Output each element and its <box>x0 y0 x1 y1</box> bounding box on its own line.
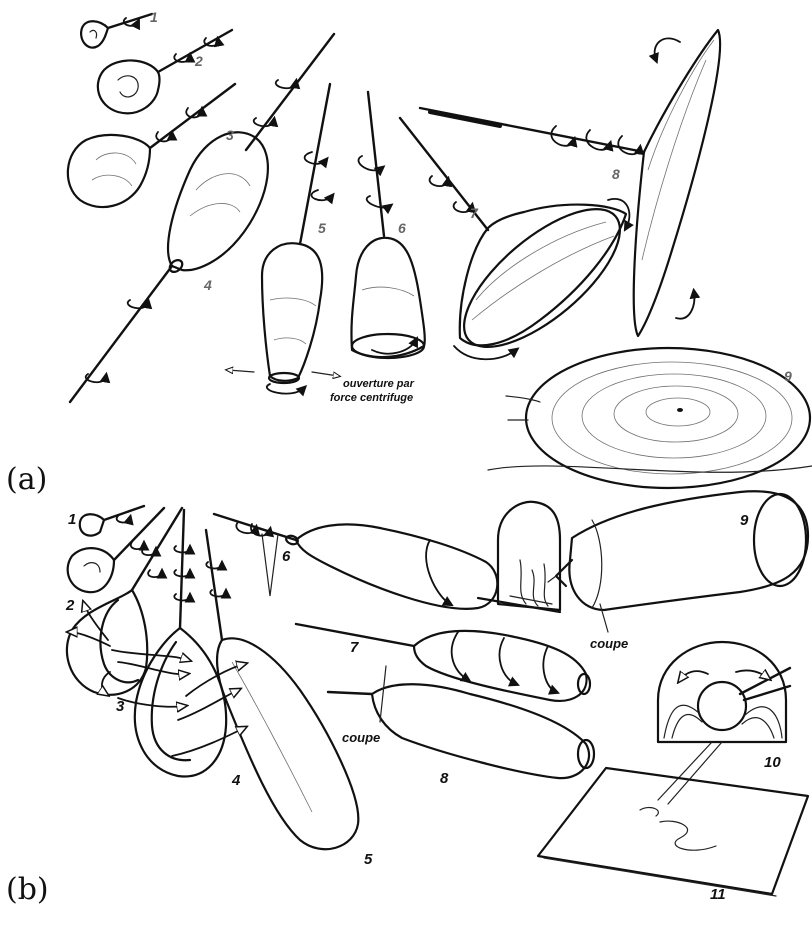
panel-a-step-label: 8 <box>612 166 620 182</box>
panel-b-furnace <box>478 502 560 612</box>
panel-b-step-label: 4 <box>231 772 241 789</box>
panel-b-step-1-gather <box>80 506 144 536</box>
panel-b-step-label: 8 <box>440 770 449 787</box>
panel-b-step-label: 9 <box>740 512 749 529</box>
panel-a-step-label: 3 <box>226 127 234 143</box>
panel-a-step-1-gather <box>81 14 152 48</box>
panel-b-step-label: 11 <box>710 886 726 903</box>
panel-b-label: (b) <box>6 872 49 907</box>
panel-a-step-7-flaring <box>400 118 641 370</box>
cut-label: coupe <box>590 636 628 651</box>
panel-a-step-label: 6 <box>398 220 406 236</box>
panel-a-step-label: 7 <box>470 205 479 221</box>
panel-b-step-11-flat-sheet <box>538 768 808 896</box>
panel-b-step-8-cylinder <box>328 666 594 778</box>
panel-a-step-label: 2 <box>194 53 203 69</box>
panel-b-step-7-cylinder <box>296 624 590 701</box>
panel-b-step-6-cylinder <box>214 514 497 609</box>
panel-b-step-9-cut-cylinder <box>548 491 808 632</box>
panel-b-step-label: 10 <box>764 754 781 771</box>
panel-a-step-9-flat-disc <box>488 348 812 488</box>
panel-a-label: (a) <box>6 462 47 497</box>
panel-b-step-3-bulb <box>67 508 182 695</box>
panel-a-step-label: 4 <box>203 277 212 293</box>
centrifugal-opening-note: ouverture par <box>343 378 415 390</box>
panel-b-step-2-bubble <box>68 508 164 592</box>
panel-a-step-6-bell <box>351 92 424 358</box>
panel-b-step-label: 7 <box>350 639 359 656</box>
panel-b: 1 2 3 4 5 6 7 8 9 10 11 coupe coupe (b) <box>6 491 808 907</box>
panel-a-step-8-disc <box>420 30 720 336</box>
panel-b-step-10-flattening-kiln <box>658 642 790 804</box>
panel-b-step-label: 1 <box>68 511 76 528</box>
panel-a-step-5-cone <box>228 84 338 394</box>
centrifugal-opening-note: force centrifuge <box>330 392 413 404</box>
panel-a: 1 2 3 4 5 6 7 8 9 ouverture par force ce… <box>6 9 812 497</box>
panel-b-step-label: 3 <box>116 698 125 715</box>
panel-b-step-5-cylinder <box>206 530 358 849</box>
panel-a-step-label: 9 <box>784 368 792 384</box>
panel-b-step-label: 6 <box>282 548 291 565</box>
panel-a-step-label: 5 <box>318 220 326 236</box>
panel-b-step-label: 5 <box>364 851 373 868</box>
panel-a-step-label: 1 <box>150 9 158 25</box>
cut-label: coupe <box>342 730 380 745</box>
panel-b-step-label: 2 <box>65 597 75 614</box>
panel-b-step-4-bulb <box>135 510 226 776</box>
panel-a-step-4-elongated <box>70 34 334 402</box>
